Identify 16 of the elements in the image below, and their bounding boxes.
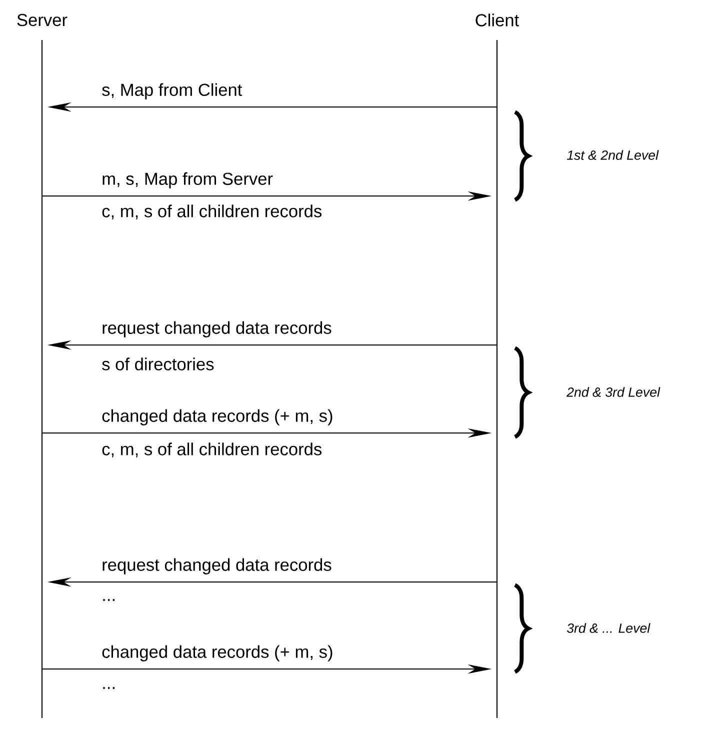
- edge-label: request changed data records: [102, 321, 332, 338]
- edge-label: s, Map from Client: [102, 83, 242, 100]
- message-note: c, m, s of all children records: [102, 442, 322, 458]
- participant-label: Client: [476, 14, 519, 26]
- level-label: 3rd & ... Level: [566, 623, 650, 633]
- edge-label: request changed data records: [102, 558, 332, 574]
- edge-label: m, s, Map from Server: [102, 172, 273, 188]
- message-note: s of directories: [102, 358, 214, 370]
- edge-label: changed data records (+ m, s): [102, 645, 332, 662]
- message-note: ...: [103, 599, 114, 601]
- message-note: c, m, s of all children records: [102, 204, 322, 220]
- level-label: 2nd & 3rd Level: [566, 387, 660, 397]
- message-note: ...: [103, 687, 114, 689]
- edge-label: changed data records (+ m, s): [102, 409, 332, 426]
- level-label: 1st & 2nd Level: [566, 150, 659, 160]
- participant-label: Server: [17, 14, 68, 26]
